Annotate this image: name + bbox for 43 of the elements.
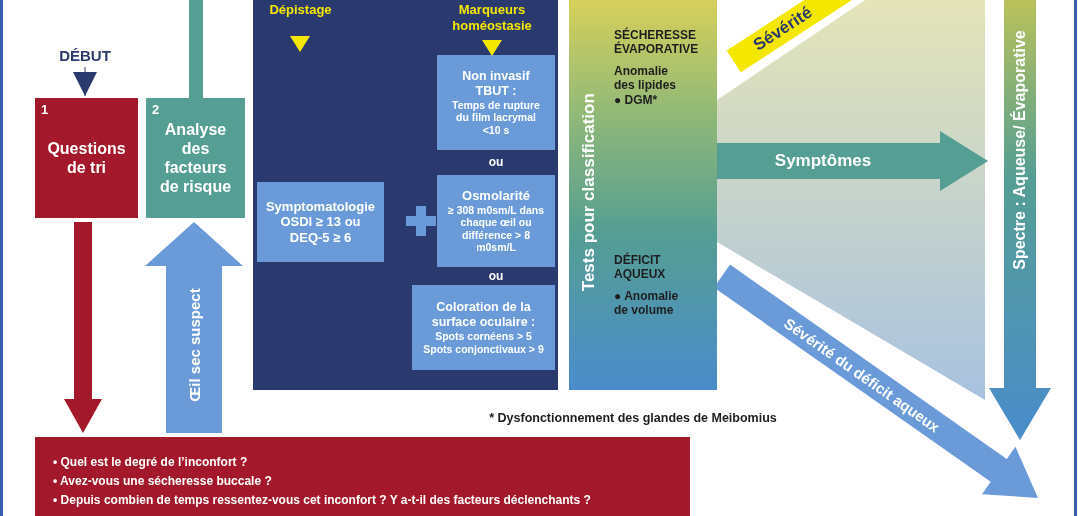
- arrow: [189, 0, 203, 98]
- arrow: [73, 66, 97, 97]
- node-text: ● Anomalie de volume: [614, 289, 680, 318]
- node-text: Spots cornéens > 5 Spots conjonctivaux > 9: [422, 329, 545, 356]
- node-text: Osmolarité: [462, 188, 530, 204]
- column-heading: Dépistage: [268, 2, 333, 18]
- node-text: DÉFICIT AQUEUX: [614, 253, 667, 282]
- node-text: SÉCHERESSE ÉVAPORATIVE: [614, 28, 700, 57]
- column-heading: Marqueurs homéostasie: [451, 2, 533, 34]
- node-text: Symptomatologie: [265, 198, 376, 215]
- edge-label: Œil sec suspect: [185, 288, 203, 402]
- test-box: [437, 55, 555, 150]
- process-box: [35, 98, 138, 218]
- arrow: [64, 222, 102, 433]
- connector-word: ou: [488, 155, 504, 169]
- arrow: [717, 131, 988, 191]
- axis-label: Spectre : Aqueuse/ Évaporative: [1011, 30, 1029, 270]
- step-number: 1: [41, 102, 49, 118]
- test-box: [257, 182, 384, 262]
- node-text: Questions de tri: [46, 138, 127, 178]
- node-text: • Depuis combien de temps ressentez-vous cet inconfort ? Y a-t-il des facteurs déclenchants ?: [53, 493, 591, 508]
- test-box: [437, 175, 555, 267]
- arrow: [145, 222, 243, 433]
- node-text: ≥ 308 m0sm/L dans chaque œil ou différence > 8 m0sm/L: [446, 203, 545, 254]
- node-text: • Avez-vous une sécheresse buccale ?: [53, 474, 272, 489]
- process-box: [146, 98, 245, 218]
- node-text: • Quel est le degré de l’inconfort ?: [53, 455, 248, 470]
- node-text: OSDI ≥ 13 ou DEQ-5 ≥ 6: [279, 214, 362, 246]
- footnote: * Dysfonctionnement des glandes de Meibomius: [489, 411, 777, 425]
- node-text: Temps de rupture du film lacrymal <10 s: [451, 98, 541, 137]
- step-number: 2: [152, 102, 160, 118]
- node-text: Anomalie des lipides ● DGM*: [614, 64, 678, 108]
- questions-box: [35, 437, 690, 516]
- node-text: Non invasif TBUT :: [461, 68, 531, 99]
- node-text: DÉBUT: [59, 47, 111, 65]
- node-text: Coloration de la surface oculaire :: [430, 299, 537, 330]
- edge-label: Symptômes: [774, 151, 872, 171]
- test-box: [412, 285, 555, 370]
- node-text: Analyse des facteurs de risque: [158, 119, 233, 197]
- panel: [253, 0, 558, 390]
- connector-word: ou: [488, 269, 504, 283]
- classification-bar: [569, 0, 717, 390]
- node-text: Tests pour classification: [578, 92, 599, 294]
